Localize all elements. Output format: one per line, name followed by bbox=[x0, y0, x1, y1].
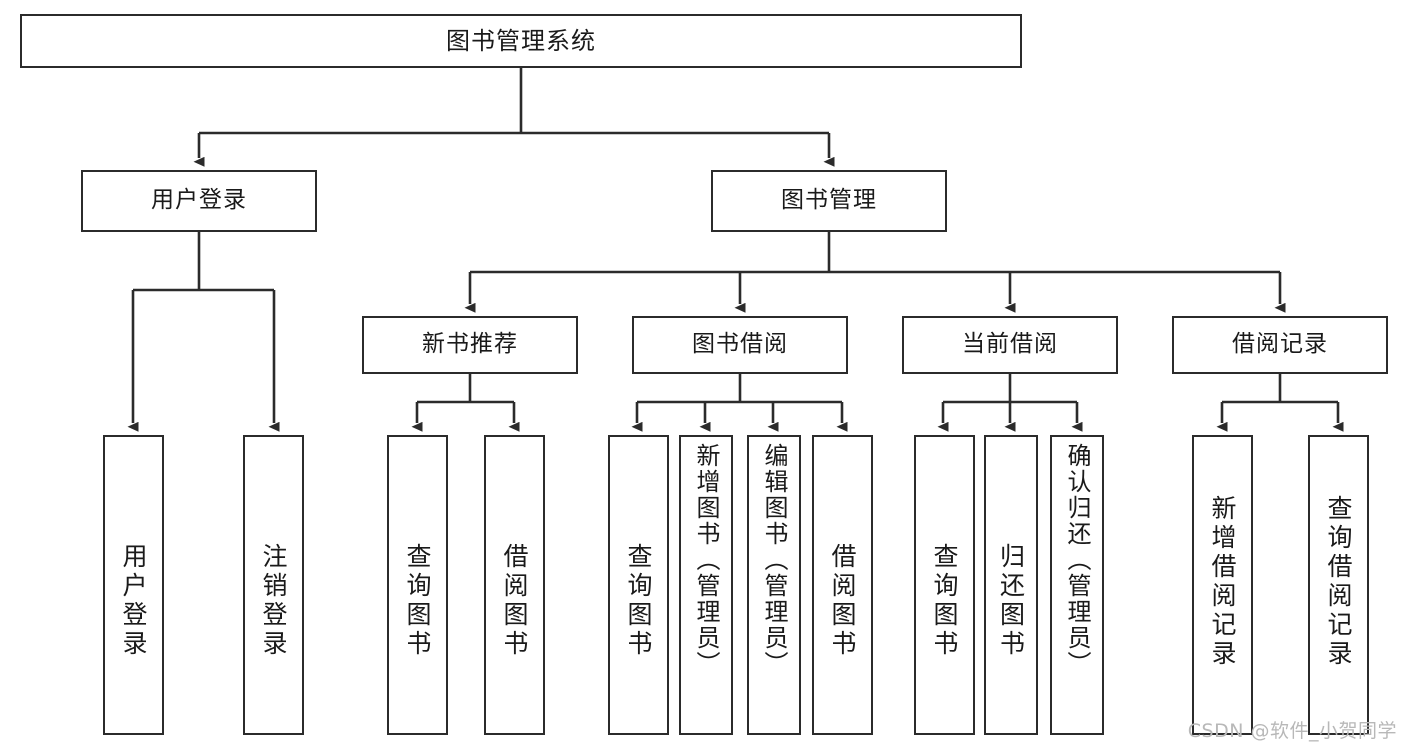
node-root[interactable]: 图书管理系统 bbox=[20, 14, 1022, 68]
node-current-borrow[interactable]: 当前借阅 bbox=[902, 316, 1118, 374]
node-book-manage[interactable]: 图书管理 bbox=[711, 170, 947, 232]
node-current-borrow-label: 当前借阅 bbox=[962, 331, 1058, 358]
node-user-login-label: 用户登录 bbox=[151, 187, 247, 214]
node-leaf-confirm-return[interactable]: 确认归还（管理员） bbox=[1050, 435, 1104, 735]
node-leaf-add-record[interactable]: 新增借阅记录 bbox=[1192, 435, 1253, 735]
node-leaf-return-book-label: 归还图书 bbox=[996, 543, 1026, 659]
node-borrow-record[interactable]: 借阅记录 bbox=[1172, 316, 1388, 374]
node-leaf-query-book-2-label: 查询图书 bbox=[624, 543, 653, 659]
node-leaf-query-book-3-label: 查询图书 bbox=[930, 543, 959, 659]
node-leaf-borrow-book-1-label: 借阅图书 bbox=[500, 543, 529, 659]
node-book-borrow[interactable]: 图书借阅 bbox=[632, 316, 848, 374]
node-leaf-add-book[interactable]: 新增图书（管理员） bbox=[679, 435, 733, 735]
node-leaf-logout[interactable]: 注销登录 bbox=[243, 435, 304, 735]
node-leaf-add-book-label: 新增图书（管理员） bbox=[692, 443, 720, 677]
node-leaf-borrow-book-2[interactable]: 借阅图书 bbox=[812, 435, 873, 735]
watermark: CSDN @软件_小贺同学 bbox=[1187, 720, 1397, 742]
node-new-book-rec[interactable]: 新书推荐 bbox=[362, 316, 578, 374]
node-leaf-query-record-label: 查询借阅记录 bbox=[1324, 495, 1353, 669]
node-leaf-edit-book[interactable]: 编辑图书（管理员） bbox=[747, 435, 801, 735]
node-leaf-add-record-label: 新增借阅记录 bbox=[1208, 495, 1237, 669]
node-book-manage-label: 图书管理 bbox=[781, 187, 877, 214]
node-user-login[interactable]: 用户登录 bbox=[81, 170, 317, 232]
node-leaf-query-record[interactable]: 查询借阅记录 bbox=[1308, 435, 1369, 735]
node-root-label: 图书管理系统 bbox=[446, 26, 596, 55]
node-leaf-return-book[interactable]: 归还图书 bbox=[984, 435, 1038, 735]
node-new-book-rec-label: 新书推荐 bbox=[422, 331, 518, 358]
node-leaf-edit-book-label: 编辑图书（管理员） bbox=[760, 443, 788, 677]
node-leaf-borrow-book-2-label: 借阅图书 bbox=[828, 543, 857, 659]
node-leaf-logout-label: 注销登录 bbox=[259, 543, 288, 659]
node-leaf-query-book-1[interactable]: 查询图书 bbox=[387, 435, 448, 735]
node-borrow-record-label: 借阅记录 bbox=[1232, 331, 1328, 358]
node-leaf-query-book-3[interactable]: 查询图书 bbox=[914, 435, 975, 735]
node-leaf-user-login-label: 用户登录 bbox=[119, 543, 148, 659]
node-leaf-query-book-1-label: 查询图书 bbox=[403, 543, 432, 659]
node-leaf-query-book-2[interactable]: 查询图书 bbox=[608, 435, 669, 735]
node-leaf-borrow-book-1[interactable]: 借阅图书 bbox=[484, 435, 545, 735]
node-leaf-user-login[interactable]: 用户登录 bbox=[103, 435, 164, 735]
node-leaf-confirm-return-label: 确认归还（管理员） bbox=[1063, 443, 1091, 677]
node-book-borrow-label: 图书借阅 bbox=[692, 331, 788, 358]
